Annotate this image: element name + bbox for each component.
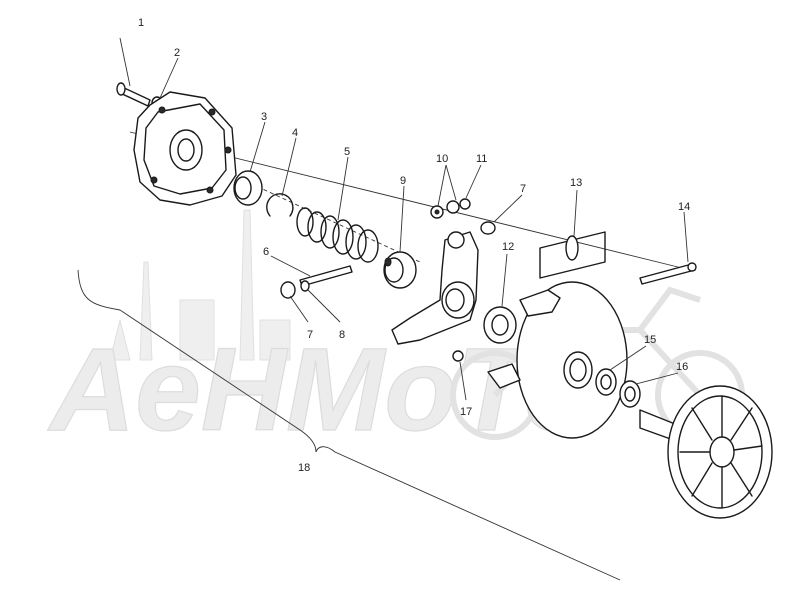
part-nut xyxy=(430,205,444,219)
callout-labels: 1 2 3 4 5 6 7 8 9 10 11 7 12 13 14 15 16… xyxy=(138,17,690,474)
part-bushing xyxy=(233,170,263,206)
watermark: AeHMoTo xyxy=(46,209,745,457)
callout-9: 9 xyxy=(400,175,406,187)
watermark-text: AeHMoTo xyxy=(47,324,596,456)
part-spacer-washer xyxy=(483,306,517,344)
part-plate xyxy=(539,231,606,279)
part-roller-right xyxy=(480,221,496,235)
callout-14: 14 xyxy=(678,201,690,213)
part-thrust-washer xyxy=(300,280,310,292)
part-lock-washer xyxy=(446,198,471,214)
assembly-bracket xyxy=(77,269,621,581)
watermark-castle-icon xyxy=(109,209,291,361)
callout-5: 5 xyxy=(344,146,350,158)
callout-2: 2 xyxy=(174,47,180,59)
part-sheave-ring xyxy=(619,380,641,408)
part-cover-plate xyxy=(133,91,237,206)
callout-12: 12 xyxy=(502,241,514,253)
part-bearing xyxy=(383,251,417,289)
part-roller-left xyxy=(280,281,296,299)
part-bolt xyxy=(116,82,151,107)
part-long-pin xyxy=(639,262,697,285)
part-spring xyxy=(296,207,379,263)
callout-10: 10 xyxy=(436,153,448,165)
leader-lines xyxy=(119,37,689,401)
callout-7-left: 7 xyxy=(307,329,313,341)
callout-15: 15 xyxy=(644,334,656,346)
part-spider-arm xyxy=(391,231,479,345)
callout-13: 13 xyxy=(570,177,582,189)
callout-1: 1 xyxy=(138,17,144,29)
callout-16: 16 xyxy=(676,361,688,373)
part-sheave-bushing xyxy=(595,368,617,396)
callout-4: 4 xyxy=(292,127,298,139)
callout-6: 6 xyxy=(263,246,269,258)
callout-17: 17 xyxy=(460,406,472,418)
part-movable-sheave xyxy=(487,281,628,439)
callout-18: 18 xyxy=(298,462,310,474)
part-snap-ring xyxy=(266,193,294,217)
part-small-nut xyxy=(452,350,464,362)
callout-3: 3 xyxy=(261,111,267,123)
callout-7-right: 7 xyxy=(520,183,526,195)
callout-8: 8 xyxy=(339,329,345,341)
callout-11: 11 xyxy=(476,153,487,165)
part-fixed-sheave xyxy=(639,385,773,519)
